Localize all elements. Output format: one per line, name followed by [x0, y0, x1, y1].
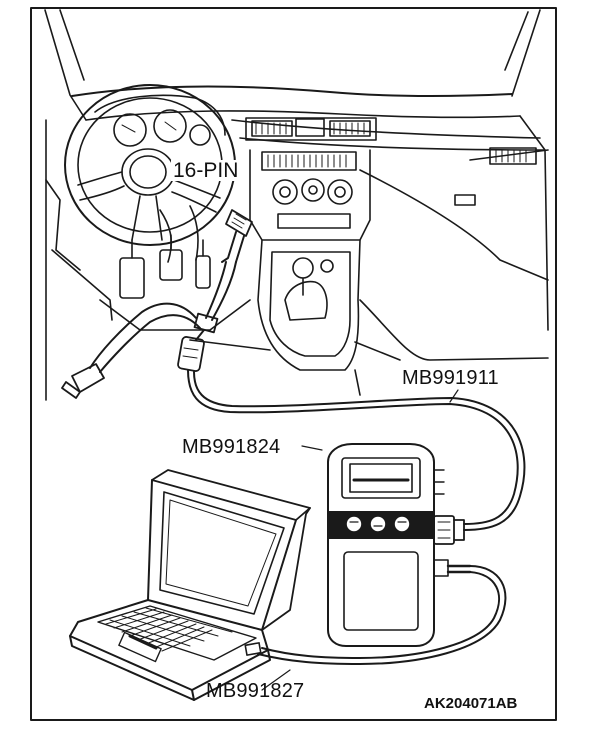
dlc-connector [225, 209, 253, 237]
harness-label: MB991911 [402, 367, 499, 389]
center-vents [245, 117, 377, 141]
steering-wheel [64, 84, 236, 246]
figure-code: AK204071AB [424, 695, 518, 712]
glovebox-handle [454, 194, 476, 206]
interface-label: MB991824 [182, 436, 281, 458]
interface-device [327, 443, 465, 647]
leader-harness [449, 389, 459, 403]
figure-border [30, 7, 557, 721]
vent-right [489, 147, 537, 165]
leader-lines [261, 389, 459, 691]
cable-label: MB991827 [206, 680, 305, 702]
laptop [69, 469, 311, 701]
connector-label: 16-PIN [171, 159, 241, 182]
instrument-cluster [94, 94, 226, 147]
harness-cable [61, 231, 526, 531]
leader-interface [301, 445, 323, 451]
harness-plug-left [61, 363, 105, 399]
car-interior [44, 9, 549, 401]
pedals [119, 234, 211, 299]
usb-cable [244, 564, 507, 665]
center-console [249, 149, 371, 396]
leader-cable [261, 669, 291, 691]
